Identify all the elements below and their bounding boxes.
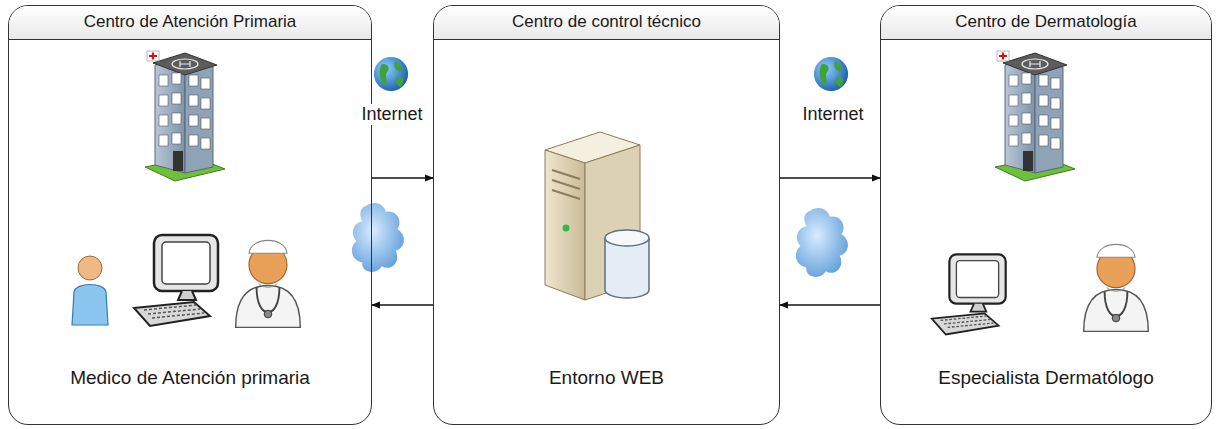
computer-icon <box>134 235 218 326</box>
cloud-icon <box>352 203 404 272</box>
doctor-icon <box>1084 244 1149 331</box>
flow-arrow <box>372 177 433 179</box>
globe-icon <box>374 57 408 91</box>
hospital-icon <box>995 51 1075 181</box>
center-panel: Centro de DermatologíaEspecialista Derma… <box>880 5 1212 425</box>
doctor-icon <box>236 240 301 327</box>
panel-heading: Centro de control técnico <box>434 6 779 40</box>
globe-icon <box>814 57 848 91</box>
computer-icon <box>932 254 1006 334</box>
flow-arrow <box>780 304 880 306</box>
panel-caption: Especialista Dermatólogo <box>881 367 1211 389</box>
panel-heading: Centro de Atención Primaria <box>9 6 371 40</box>
network-label: Internet <box>360 104 423 125</box>
flow-arrow <box>372 304 433 306</box>
network-label: Internet <box>801 104 864 125</box>
panel-caption: Entorno WEB <box>434 367 779 389</box>
panel-caption: Medico de Atención primaria <box>9 367 371 389</box>
flow-arrow <box>780 177 880 179</box>
hospital-icon <box>145 51 225 181</box>
panel-heading: Centro de Dermatología <box>881 6 1211 40</box>
center-panel: Centro de control técnicoEntorno WEB <box>433 5 780 425</box>
server-icon <box>545 132 649 300</box>
center-panel: Centro de Atención PrimariaMedico de Ate… <box>8 5 372 425</box>
cloud-icon <box>796 208 848 277</box>
patient-icon <box>72 256 108 325</box>
